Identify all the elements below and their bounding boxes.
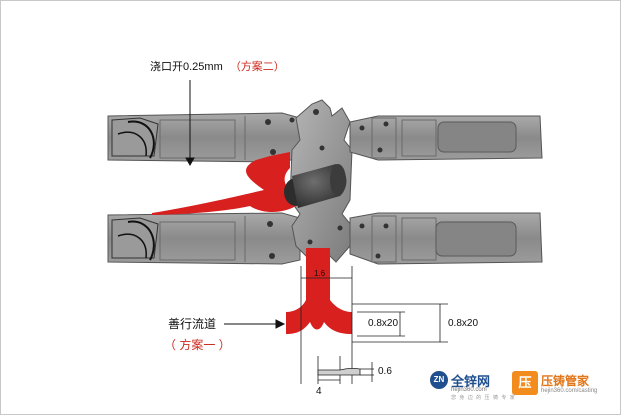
scheme-one-runner — [286, 248, 352, 334]
dim-outer: 0.8x20 — [448, 318, 479, 329]
ya-logo-url: hejin360.com/casting — [541, 388, 598, 394]
runner-label: 善行流道 — [168, 317, 217, 331]
right-lower-die — [349, 212, 543, 265]
zn-logo-name: 全锌网 — [451, 374, 491, 389]
zn-logo-icon: ZN — [430, 371, 448, 389]
runner-scheme-label: （ 方案一 ） — [164, 338, 231, 352]
right-upper-die — [349, 115, 543, 161]
dim-thickness: 0.6 — [378, 366, 392, 377]
gate-profile — [317, 367, 361, 376]
ya-logo-icon: 压 — [512, 371, 538, 395]
ya-logo-name: 压铸管家 — [541, 374, 590, 388]
dim-inner: 0.8x20 — [368, 318, 399, 329]
zn-logo-url: hejin360.com — [451, 387, 487, 393]
gate-label: 浇口开0.25mm — [150, 61, 223, 73]
zn-logo-tagline: 您 身 边 的 压 铸 专 家 — [451, 395, 516, 401]
leader-lines — [185, 80, 286, 329]
dim-top: 1.6 — [314, 269, 326, 278]
sprue-cone — [284, 164, 347, 208]
upper-die-bar — [107, 112, 301, 163]
scheme-two-runner — [152, 152, 296, 215]
gate-scheme-label: （方案二） — [229, 61, 285, 73]
dim-width: 4 — [316, 386, 322, 397]
lower-die-bar — [107, 212, 301, 265]
